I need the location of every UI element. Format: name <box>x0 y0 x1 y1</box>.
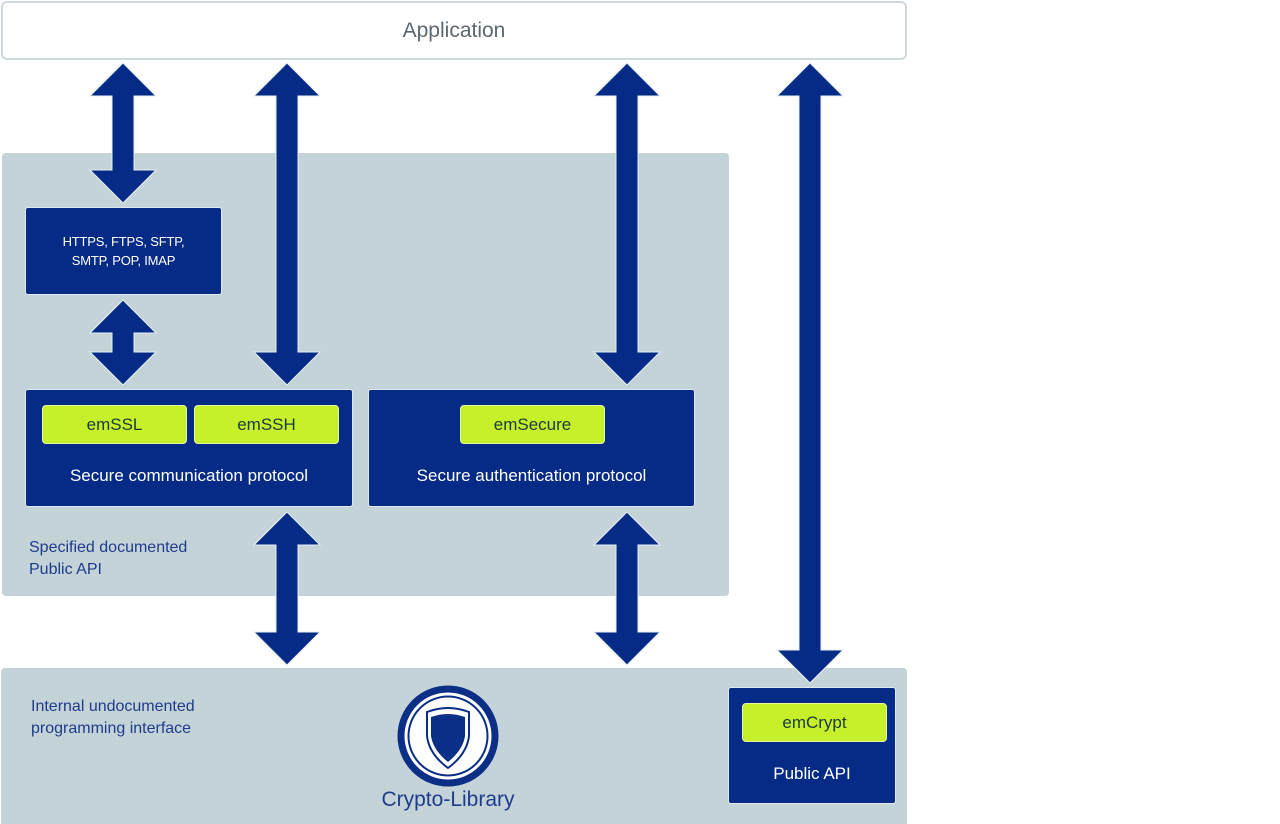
shield-icon <box>397 685 499 787</box>
module-emcrypt-label: emCrypt <box>782 712 847 732</box>
logo-inner-ring <box>407 695 489 777</box>
module-emsecure: emSecure <box>460 405 605 444</box>
protocols-line2: SMTP, POP, IMAP <box>71 253 176 268</box>
module-emsecure-label: emSecure <box>493 414 572 434</box>
bidirectional-arrow-7 <box>592 511 662 666</box>
logo-shield-outline <box>426 707 470 770</box>
logo-outer-ring <box>397 685 499 787</box>
public-api-label-line1: Specified documented <box>29 539 188 556</box>
internal-interface-label: Internal undocumented programming interf… <box>31 696 195 740</box>
secure-communication-box: emSSL emSSH Secure communication protoco… <box>25 389 353 507</box>
public-api-panel-label: Specified documented Public API <box>29 537 187 581</box>
emcrypt-caption: Public API <box>773 764 851 783</box>
emcrypt-public-api-box: emCrypt Public API <box>728 687 896 804</box>
bidirectional-arrow-4 <box>592 62 662 386</box>
application-box: Application <box>1 1 907 60</box>
protocols-box: HTTPS, FTPS, SFTP, SMTP, POP, IMAP <box>25 207 222 295</box>
module-emssh-label: emSSH <box>237 414 296 434</box>
module-emcrypt: emCrypt <box>742 703 887 742</box>
bidirectional-arrow-6 <box>252 511 322 666</box>
internal-label-line2: programming interface <box>31 720 192 737</box>
module-emssl: emSSL <box>42 405 187 444</box>
secure-communication-caption: Secure communication protocol <box>69 466 309 485</box>
secure-authentication-caption: Secure authentication protocol <box>416 466 647 485</box>
secure-authentication-box: emSecure Secure authentication protocol <box>368 389 695 507</box>
application-label: Application <box>402 18 506 42</box>
public-api-label-line2: Public API <box>29 561 102 578</box>
bidirectional-arrow-1 <box>88 62 158 204</box>
bidirectional-arrow-3 <box>252 62 322 386</box>
bidirectional-arrow-5 <box>775 62 845 684</box>
internal-label-line1: Internal undocumented <box>31 698 195 715</box>
crypto-library-label: Crypto-Library <box>381 788 515 811</box>
module-emssl-label: emSSL <box>86 414 143 434</box>
logo-shield-fill <box>431 714 465 762</box>
bidirectional-arrow-2 <box>88 299 158 386</box>
protocols-line1: HTTPS, FTPS, SFTP, <box>62 234 185 249</box>
module-emssh: emSSH <box>194 405 339 444</box>
